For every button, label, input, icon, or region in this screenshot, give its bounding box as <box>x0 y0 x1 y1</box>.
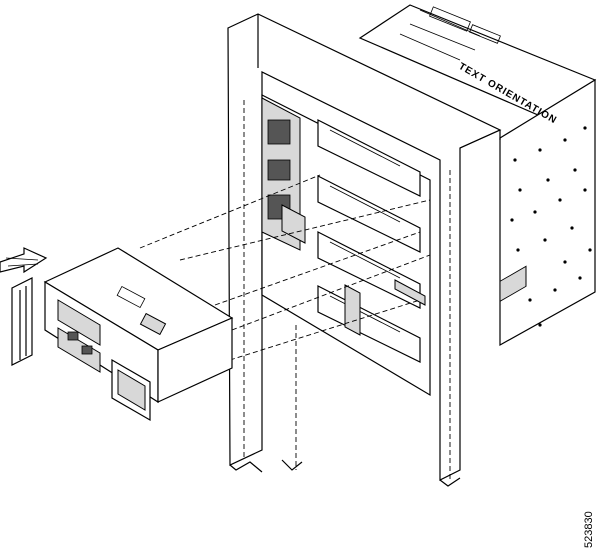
removed-module <box>0 247 234 422</box>
module-ejector-lever <box>11 277 33 366</box>
module-side-face <box>157 317 233 403</box>
figure-id: 523830 <box>583 511 595 548</box>
insertion-guide-lines <box>139 174 431 361</box>
chassis-handle <box>499 265 527 303</box>
module-label-plate <box>116 285 146 309</box>
rack-rail-holes <box>243 100 451 480</box>
removal-direction-arrow <box>0 247 48 274</box>
rack-frame <box>227 13 502 487</box>
chassis-vent-holes <box>510 126 592 327</box>
rack-installed-modules <box>261 94 431 397</box>
